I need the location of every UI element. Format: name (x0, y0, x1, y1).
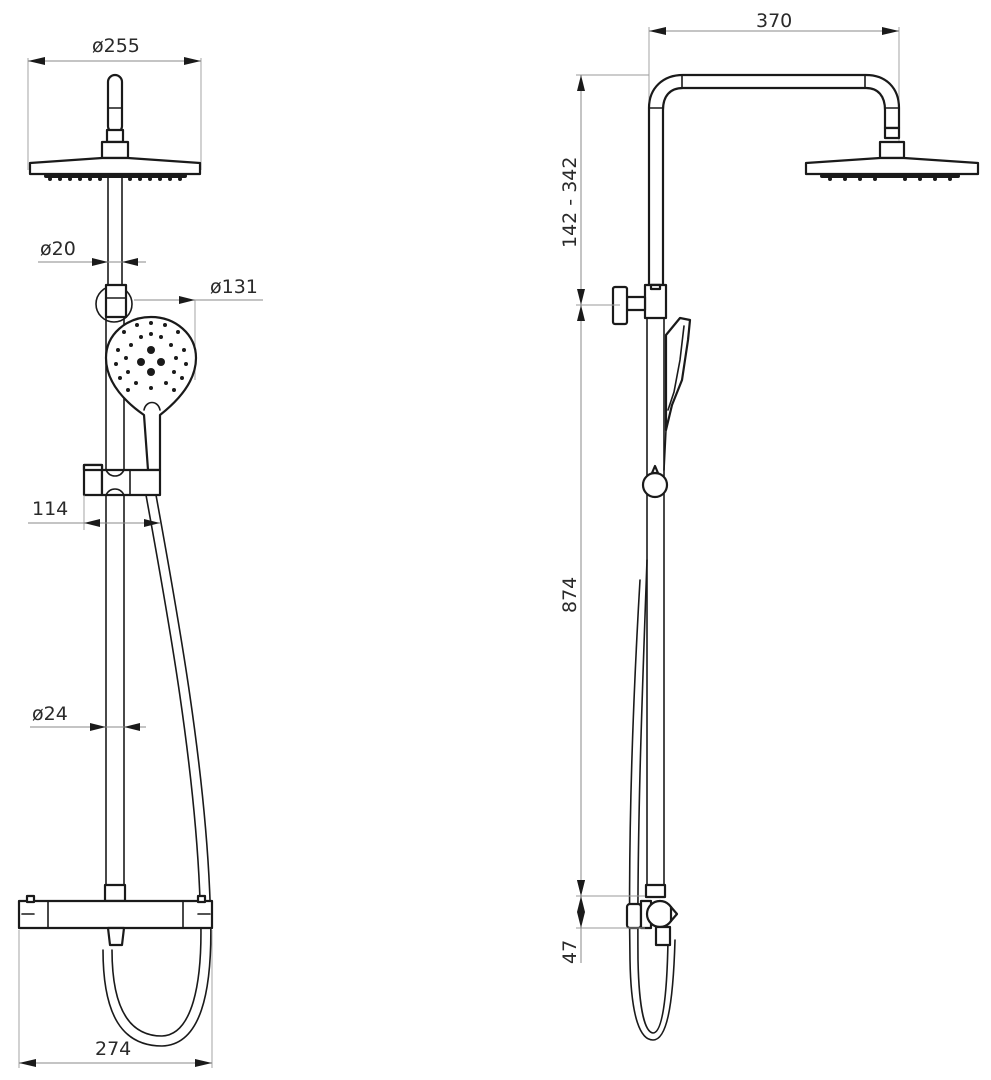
dimension-rail-height: 874 (559, 304, 620, 896)
height-adjuster-side (611, 283, 668, 326)
dimension-rail-bottom: ø24 (30, 703, 146, 731)
label-arm-projection: 370 (756, 10, 792, 32)
label-rail-bottom-diameter: ø24 (32, 703, 68, 725)
hand-shower-nozzles (114, 321, 188, 392)
hose-front (102, 494, 212, 1047)
label-mixer-width: 274 (95, 1038, 131, 1060)
head-shower-nozzles (44, 174, 187, 181)
dimension-mixer-height: 47 (559, 870, 645, 964)
dimension-rail-top: ø20 (38, 238, 146, 266)
thermostatic-mixer-side (625, 883, 679, 947)
label-hand-shower-diameter: ø131 (210, 276, 258, 298)
side-view: 370 142 - 342 (559, 10, 980, 1041)
dimension-height-adjust: 142 - 342 (559, 74, 649, 305)
lower-rail-front (105, 316, 125, 886)
rail-side (646, 317, 665, 886)
dimension-arm-projection: 370 (648, 10, 900, 150)
upper-rail-front (107, 177, 123, 286)
thermostatic-mixer-front (17, 894, 214, 947)
head-shower-front (28, 73, 202, 181)
label-rail-height: 874 (559, 577, 581, 613)
height-adjuster-front (95, 283, 133, 323)
label-holder-offset: 114 (32, 498, 68, 520)
slider-ball-side (641, 464, 669, 499)
rail-connector-front (103, 883, 127, 903)
hose-side (628, 559, 676, 1041)
label-head-diameter: ø255 (92, 35, 140, 57)
dimension-mixer-width: 274 (18, 930, 213, 1068)
front-view: ø255 (17, 35, 263, 1068)
dimension-holder-offset: 114 (28, 495, 160, 530)
label-rail-top-diameter: ø20 (40, 238, 76, 260)
head-shower-side (804, 126, 980, 181)
dimension-head-diameter: ø255 (27, 35, 202, 170)
hand-shower-side (663, 316, 692, 471)
hand-shower-front (104, 315, 198, 472)
label-mixer-height: 47 (559, 940, 581, 964)
label-height-adjust: 142 - 342 (559, 157, 581, 248)
slider-holder-front (82, 463, 162, 497)
